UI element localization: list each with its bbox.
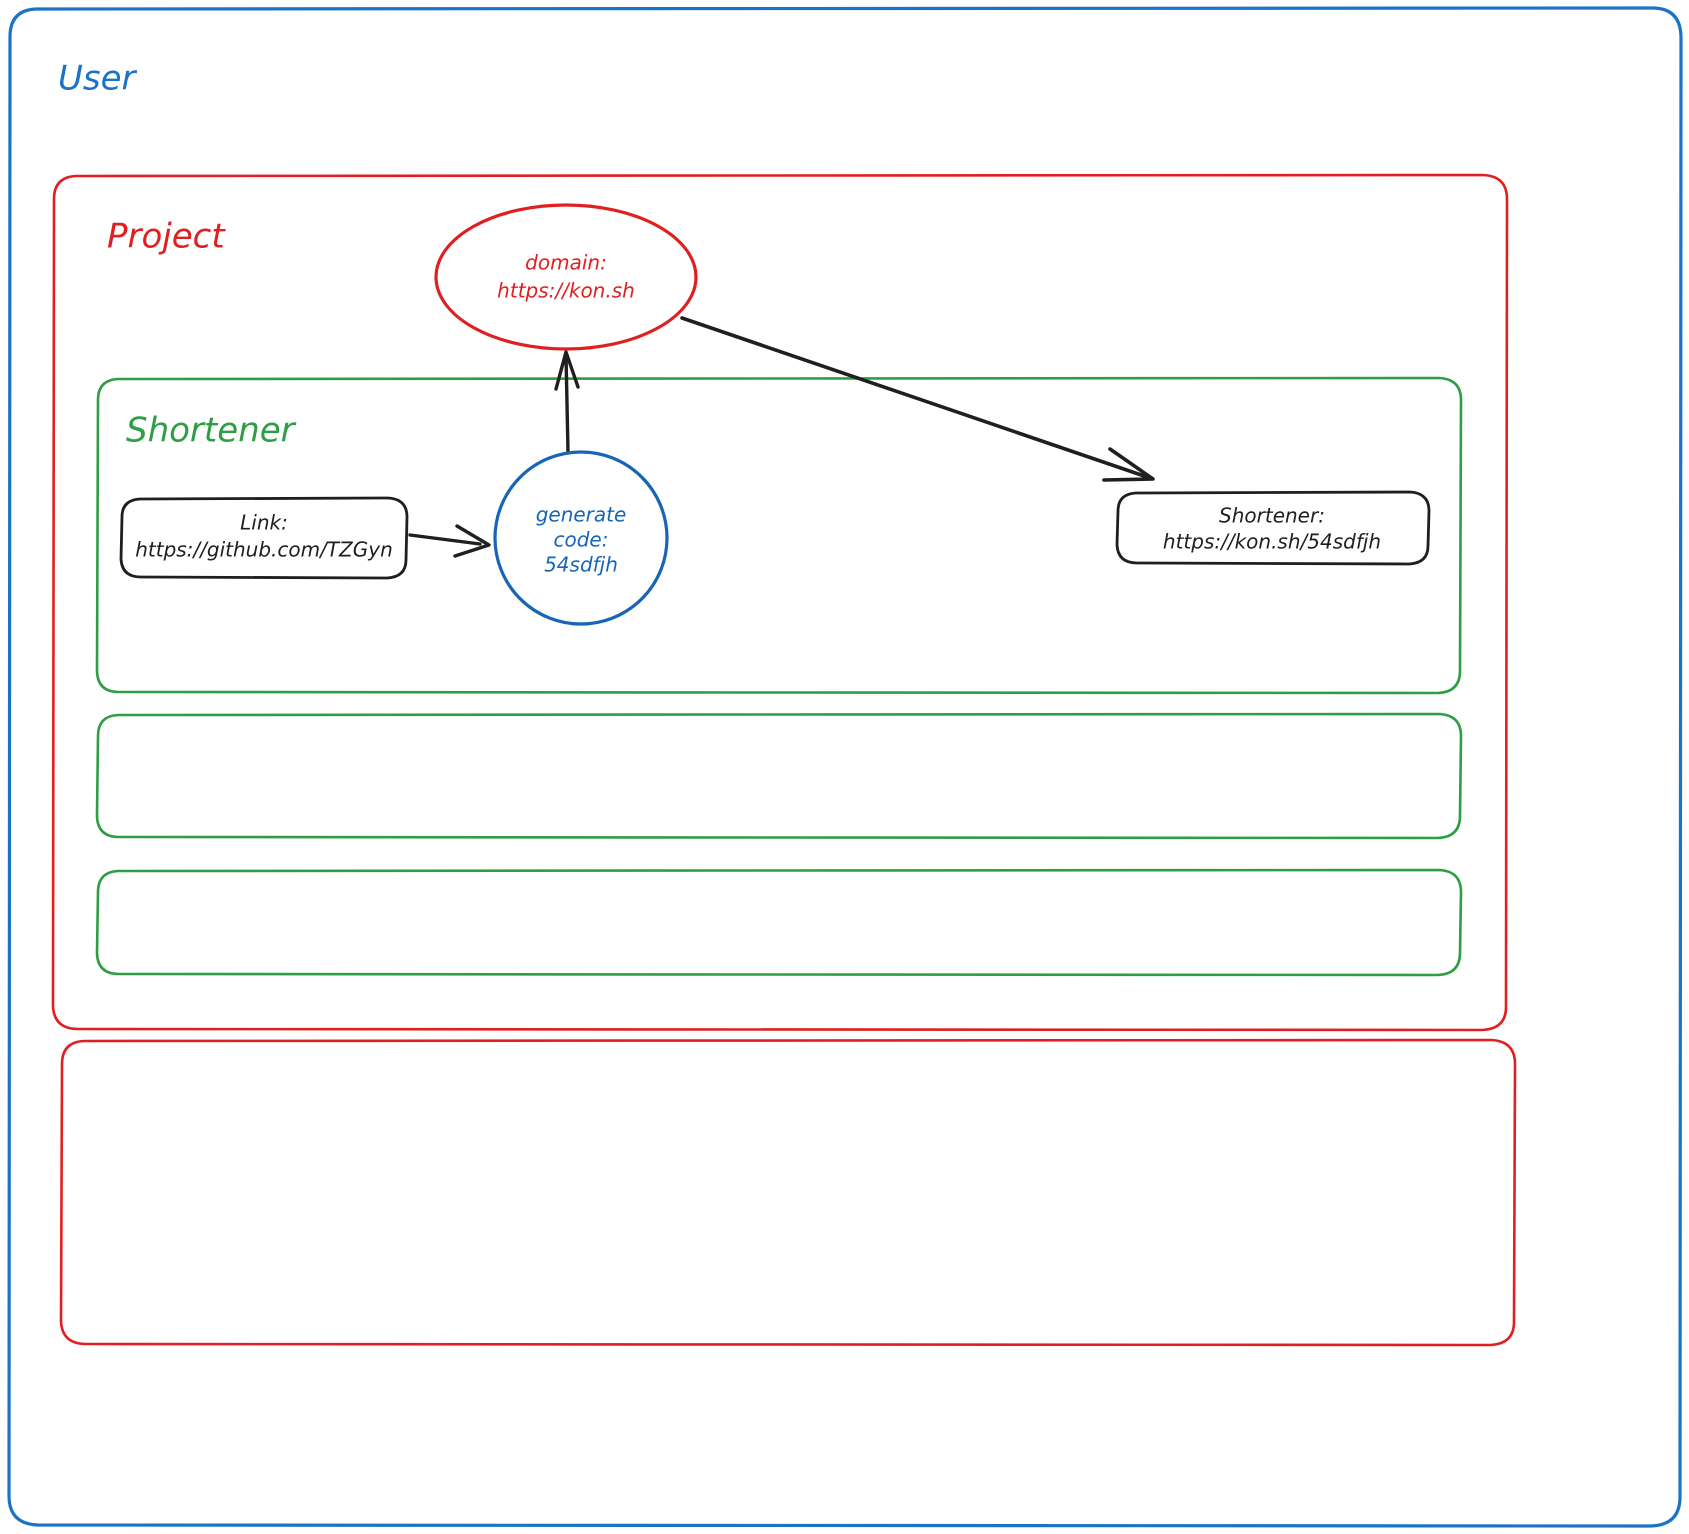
boundary-group-empty-1[interactable] (95, 712, 1463, 840)
node-shortener-result-line-1: Shortener: (1219, 504, 1325, 528)
edge-domain-to-shortener-result-arrowhead (1102, 447, 1155, 482)
boundary-shortener-label: Shortener (126, 411, 297, 451)
boundary-project-empty-outline (59, 1038, 1517, 1347)
boundary-project-outline (51, 173, 1509, 1032)
boundary-user-outline (7, 6, 1683, 1528)
node-shortener-result-line-2: https://kon.sh/54sdfjh (1163, 530, 1381, 554)
node-domain-shape (434, 203, 698, 351)
boundary-project-label: Project (107, 217, 226, 257)
boundary-user-label: User (58, 59, 138, 99)
boundary-group-empty-2[interactable] (95, 868, 1463, 977)
node-link-shape (119, 496, 409, 580)
node-shortener-result[interactable]: Shortener: https://kon.sh/54sdfjh (1115, 490, 1431, 566)
node-link[interactable]: Link: https://github.com/TZGyn (119, 496, 409, 580)
node-generate-code[interactable]: generate code: 54sdfjh (493, 450, 669, 626)
node-domain[interactable]: domain: https://kon.sh (434, 203, 698, 351)
boundary-group-empty-2-outline (95, 868, 1463, 977)
edge-domain-to-shortener-result[interactable] (680, 316, 1155, 482)
node-link-line-1: Link: (240, 511, 288, 535)
node-generate-code-line-3: 54sdfjh (544, 553, 618, 577)
boundary-user[interactable]: User (7, 6, 1683, 1528)
boundary-project[interactable]: Project (51, 173, 1509, 1032)
boundary-shortener[interactable]: Shortener (95, 376, 1463, 695)
edge-generate-to-domain[interactable] (554, 350, 580, 454)
boundary-shortener-outline (95, 376, 1463, 695)
edge-generate-to-domain-line (564, 353, 570, 454)
boundary-group-empty-1-outline (95, 712, 1463, 840)
edge-generate-to-domain-arrowhead (554, 350, 580, 391)
node-domain-line-1: domain: (525, 251, 607, 275)
node-link-line-2: https://github.com/TZGyn (135, 538, 393, 562)
node-generate-code-shape (493, 450, 669, 626)
node-domain-line-2: https://kon.sh (497, 279, 635, 303)
edge-domain-to-shortener-result-line (680, 316, 1152, 480)
node-shortener-result-shape (1115, 490, 1431, 566)
edge-link-to-generate-arrowhead (453, 524, 491, 558)
edge-link-to-generate[interactable] (408, 524, 491, 558)
node-generate-code-line-1: generate (536, 503, 627, 527)
node-generate-code-line-2: code: (554, 528, 609, 552)
edge-link-to-generate-line (408, 533, 482, 546)
boundary-project-empty[interactable] (59, 1038, 1517, 1347)
